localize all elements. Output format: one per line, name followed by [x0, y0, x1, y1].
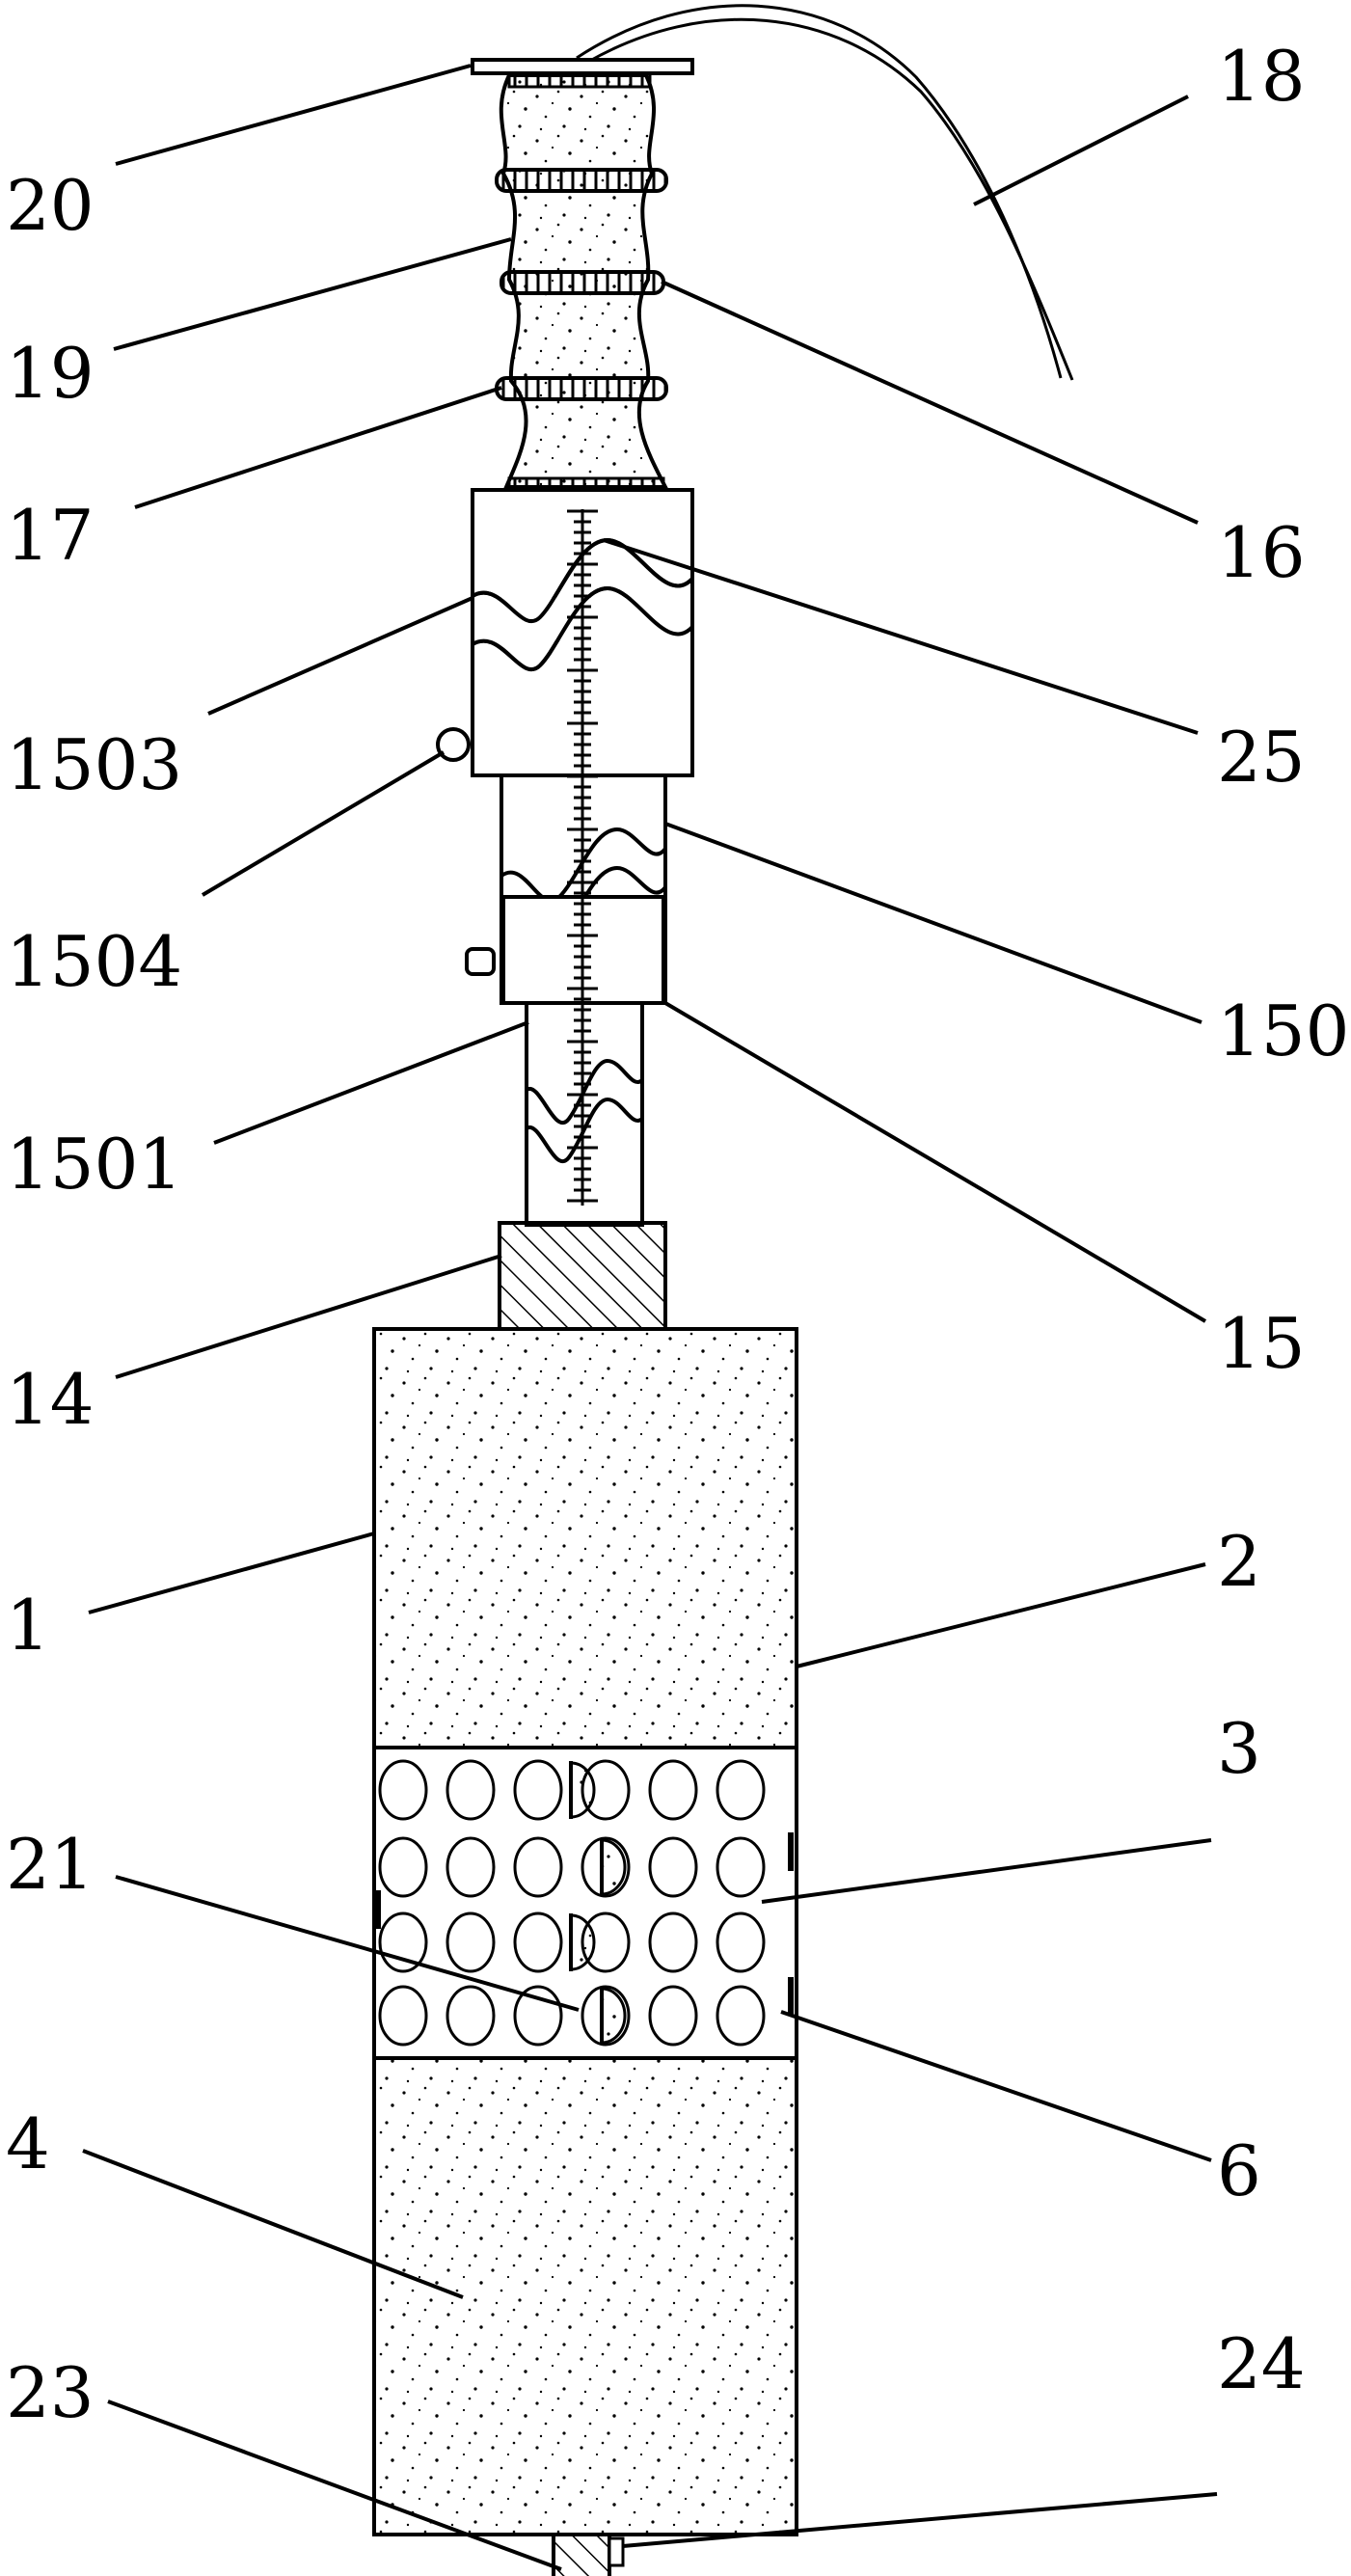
measurement-scale — [567, 509, 598, 1206]
label-18: 18 — [1217, 36, 1306, 117]
label-17: 17 — [6, 495, 95, 576]
leader-lines — [82, 64, 1218, 2571]
inner-tube — [525, 1001, 644, 1227]
label-2: 2 — [1217, 1521, 1261, 1602]
label-15: 15 — [1217, 1303, 1306, 1384]
grip-rings — [495, 71, 668, 492]
hose — [576, 4, 1074, 381]
label-19: 19 — [6, 333, 95, 414]
label-1504: 1504 — [6, 921, 182, 1002]
connector-block — [498, 1221, 667, 1331]
bottom-fitting — [552, 2533, 611, 2576]
top-plate — [471, 58, 694, 75]
upper-body — [372, 1327, 798, 1749]
label-25: 25 — [1217, 717, 1306, 798]
bottom-valve — [608, 2536, 625, 2567]
label-1502: 1502 — [1217, 990, 1351, 1071]
label-16: 16 — [1217, 512, 1306, 593]
part-labels: 20 19 17 1503 1504 1501 14 1 21 4 23 18 … — [6, 36, 1351, 2433]
lock-knob-lower — [465, 947, 496, 976]
label-23: 23 — [6, 2352, 95, 2433]
label-1: 1 — [6, 1585, 50, 1666]
perforated-section — [372, 1746, 798, 2060]
label-14: 14 — [6, 1359, 95, 1440]
lock-knob-upper — [436, 727, 471, 762]
label-1501: 1501 — [6, 1124, 182, 1205]
label-4: 4 — [6, 2103, 50, 2184]
label-24: 24 — [1217, 2323, 1306, 2404]
lower-body — [372, 2056, 798, 2536]
label-1503: 1503 — [6, 724, 182, 805]
label-3: 3 — [1217, 1708, 1261, 1789]
label-21: 21 — [6, 1824, 95, 1905]
label-20: 20 — [6, 165, 95, 246]
label-6: 6 — [1217, 2130, 1261, 2211]
